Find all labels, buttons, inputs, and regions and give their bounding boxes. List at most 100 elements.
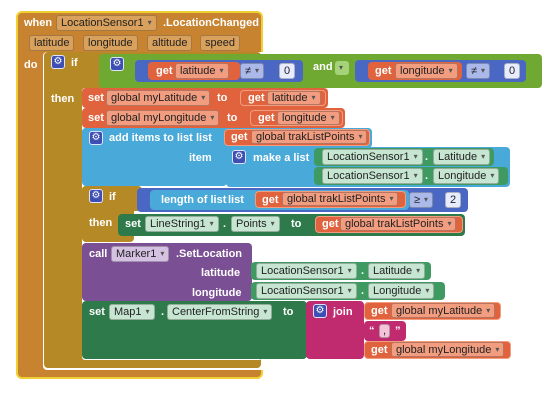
points-prop-dropdown[interactable]: Points▾ — [231, 216, 280, 232]
latitude-prop-dropdown[interactable]: Latitude▾ — [368, 263, 426, 279]
center-prop-dropdown[interactable]: CenterFromString▾ — [167, 304, 273, 320]
method-label: .SetLocation — [176, 248, 243, 260]
item-label: item — [189, 152, 212, 164]
number-field-3[interactable]: 2 — [445, 192, 462, 208]
if2-label: if — [109, 191, 116, 203]
get-latitude-dropdown[interactable]: latitude▾ — [175, 63, 229, 79]
dot-label: . — [425, 170, 429, 182]
number-field-1[interactable]: 0 — [279, 63, 296, 79]
chevron-down-icon: ▾ — [416, 266, 421, 275]
longitude-arg-label: longitude — [192, 287, 242, 299]
get-label: get — [248, 92, 265, 104]
event-component-dropdown[interactable]: LocationSensor1 ▾ — [56, 15, 157, 31]
chevron-down-icon: ▾ — [330, 113, 335, 122]
event-param-altitude[interactable]: altitude — [147, 35, 193, 51]
sensor-dropdown[interactable]: LocationSensor1▾ — [322, 149, 423, 165]
chevron-down-icon: ▾ — [347, 286, 352, 295]
linestring-dropdown[interactable]: LineString1▾ — [145, 216, 219, 232]
trak-list-dropdown[interactable]: global trakListPoints▾ — [282, 192, 399, 206]
and-label: and — [313, 61, 333, 73]
gear-icon[interactable]: ⚙ — [110, 57, 124, 71]
get-latitude-param-dropdown[interactable]: latitude▾ — [267, 91, 321, 105]
op-dropdown-2[interactable]: ≠▾ — [466, 63, 491, 79]
trak-list-dropdown[interactable]: global trakListPoints▾ — [251, 130, 368, 144]
list-label: list — [196, 132, 212, 144]
my-longitude-dropdown[interactable]: global myLongitude▾ — [391, 342, 505, 357]
chevron-down-icon: ▾ — [448, 66, 453, 75]
gear-icon[interactable]: ⚙ — [232, 150, 246, 164]
event-param-longitude[interactable]: longitude — [83, 35, 138, 51]
gear-icon[interactable]: ⚙ — [89, 131, 103, 145]
get-longitude-param-dropdown[interactable]: longitude▾ — [277, 111, 340, 125]
get-label: get — [156, 65, 173, 77]
chevron-down-icon: ▾ — [263, 307, 268, 316]
gear-icon[interactable]: ⚙ — [51, 55, 65, 69]
event-param-latitude[interactable]: latitude — [29, 35, 75, 51]
get-label: get — [371, 344, 388, 356]
list-label: list — [228, 194, 244, 206]
set-label: set — [88, 92, 104, 104]
trak-list-dropdown[interactable]: global trakListPoints▾ — [340, 217, 457, 231]
get-longitude-dropdown[interactable]: longitude▾ — [395, 63, 458, 79]
chevron-down-icon: ▾ — [481, 66, 486, 75]
set-var-dropdown-latitude[interactable]: global myLatitude▾ — [106, 90, 211, 106]
chevron-down-icon: ▾ — [481, 152, 486, 161]
sensor-dropdown[interactable]: LocationSensor1▾ — [256, 263, 357, 279]
sensor-dropdown[interactable]: LocationSensor1▾ — [256, 283, 357, 299]
map-dropdown[interactable]: Map1▾ — [109, 304, 155, 320]
gear-icon[interactable]: ⚙ — [89, 189, 103, 203]
quote-open-label: “ — [369, 325, 375, 337]
chevron-down-icon: ▾ — [160, 249, 165, 258]
dot-label: . — [361, 285, 365, 297]
chevron-down-icon: ▾ — [424, 195, 429, 204]
get-label: get — [231, 131, 248, 143]
event-param-speed[interactable]: speed — [200, 35, 240, 51]
chevron-down-icon: ▾ — [413, 152, 418, 161]
set-label: set — [125, 218, 141, 230]
event-name-label: .LocationChanged — [163, 17, 259, 29]
chevron-down-icon: ▾ — [486, 305, 491, 315]
chevron-down-icon: ▾ — [201, 93, 206, 102]
chevron-down-icon: ▾ — [255, 66, 260, 75]
gear-icon[interactable]: ⚙ — [313, 304, 327, 318]
event-do-label: do — [24, 59, 38, 71]
call-label: call — [89, 248, 108, 260]
dot-label: . — [223, 218, 227, 230]
add-items-label: add items to list — [109, 132, 193, 144]
chevron-down-icon: ▾ — [358, 132, 363, 141]
make-list-label: make a list — [253, 152, 310, 164]
join-label: join — [333, 306, 353, 318]
my-latitude-dropdown[interactable]: global myLatitude▾ — [391, 303, 496, 318]
longitude-prop-dropdown[interactable]: Longitude▾ — [433, 168, 500, 184]
latitude-arg-label: latitude — [201, 267, 241, 279]
op-dropdown-1[interactable]: ≠▾ — [240, 63, 265, 79]
text-comma-field[interactable]: , — [379, 324, 391, 338]
longitude-prop-dropdown[interactable]: Longitude▾ — [368, 283, 435, 299]
if2-then-label: then — [89, 217, 113, 229]
event-when-label: when — [24, 17, 53, 29]
chevron-down-icon: ▾ — [219, 66, 224, 75]
chevron-down-icon: ▾ — [209, 219, 214, 228]
chevron-down-icon: ▾ — [270, 219, 275, 228]
set-var-dropdown-longitude[interactable]: global myLongitude▾ — [106, 110, 220, 126]
chevron-down-icon: ▾ — [210, 113, 215, 122]
chevron-down-icon: ▾ — [447, 219, 452, 228]
number-field-2[interactable]: 0 — [504, 63, 521, 79]
and-dropdown[interactable]: ▾ — [335, 61, 349, 75]
latitude-prop-dropdown[interactable]: Latitude▾ — [433, 149, 491, 165]
get-label: get — [371, 305, 388, 317]
get-label: get — [262, 194, 279, 206]
get-label: get — [375, 65, 392, 77]
to-label: to — [217, 92, 228, 104]
chevron-down-icon: ▾ — [147, 18, 152, 27]
op-dropdown-ge[interactable]: ≥▾ — [409, 192, 434, 208]
marker-dropdown[interactable]: Marker1▾ — [111, 246, 170, 262]
sensor-dropdown[interactable]: LocationSensor1▾ — [322, 168, 423, 184]
chevron-down-icon: ▾ — [495, 344, 500, 354]
chevron-down-icon: ▾ — [389, 194, 394, 203]
chevron-down-icon: ▾ — [425, 286, 430, 295]
get-label: get — [322, 218, 339, 230]
chevron-down-icon: ▾ — [339, 63, 344, 72]
if1-label: if — [71, 57, 78, 69]
dot-label: . — [425, 151, 429, 163]
